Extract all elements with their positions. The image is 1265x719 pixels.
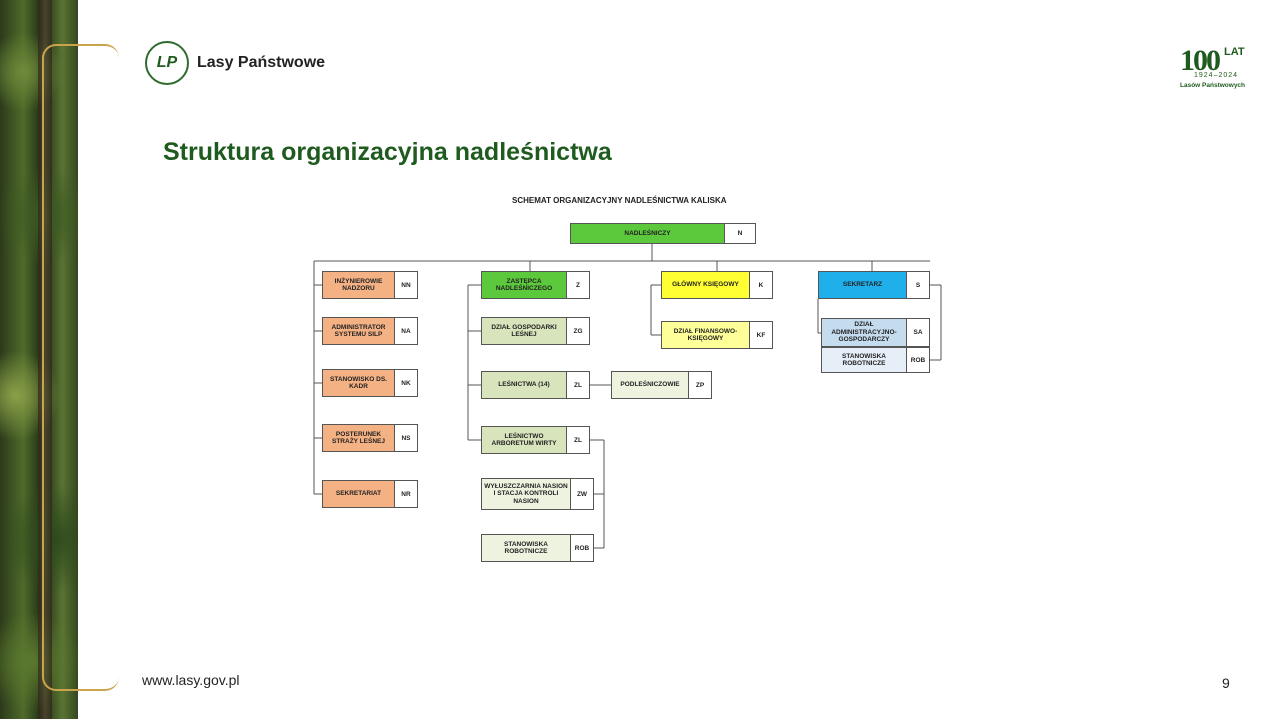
node-code: NA: [395, 318, 417, 344]
node-label: STANOWISKA ROBOTNICZE: [482, 535, 571, 561]
node-podlesniczowie: PODLEŚNICZOWIE ZP: [611, 371, 712, 399]
node-inzynierowie-nadzoru: INŻYNIEROWIE NADZORU NN: [322, 271, 418, 299]
node-label: DZIAŁ FINANSOWO-KSIĘGOWY: [662, 322, 750, 348]
node-code: ZW: [571, 479, 593, 509]
node-code: ZG: [567, 318, 589, 344]
anniversary-badge: 100 LAT 1924–2024 Lasów Państwowych: [1180, 44, 1246, 92]
node-code: NK: [395, 370, 417, 396]
node-label: LEŚNICTWA (14): [482, 372, 567, 398]
node-dzial-administracyjny: DZIAŁ ADMINISTRACYJNO-GOSPODARCZY SA: [821, 318, 930, 347]
node-administrator-silp: ADMINISTRATOR SYSTEMU SILP NA: [322, 317, 418, 345]
node-code: KF: [750, 322, 772, 348]
node-code: ZP: [689, 372, 711, 398]
decorative-bracket: [42, 44, 119, 691]
node-code: K: [750, 272, 772, 298]
node-label: DZIAŁ GOSPODARKI LEŚNEJ: [482, 318, 567, 344]
node-label: GŁÓWNY KSIĘGOWY: [662, 272, 750, 298]
anniversary-number: 100: [1180, 44, 1221, 77]
anniversary-years: 1924–2024: [1194, 72, 1239, 79]
tree-trunk: [38, 0, 52, 719]
node-glowny-ksiegowy: GŁÓWNY KSIĘGOWY K: [661, 271, 773, 299]
node-label: SEKRETARIAT: [323, 481, 395, 507]
node-code: Z: [567, 272, 589, 298]
node-label: POSTERUNEK STRAŻY LEŚNEJ: [323, 425, 395, 451]
node-zastepca: ZASTĘPCA NADLEŚNICZEGO Z: [481, 271, 590, 299]
brand-logo: LP Lasy Państwowe: [145, 41, 325, 85]
diagram-title: SCHEMAT ORGANIZACYJNY NADLEŚNICTWA KALIS…: [512, 196, 727, 205]
anniversary-subtitle: Lasów Państwowych: [1180, 82, 1246, 89]
node-code: ZL: [567, 427, 589, 453]
node-label: WYŁUSZCZARNIA NASION I STACJA KONTROLI N…: [482, 479, 571, 509]
node-arboretum: LEŚNICTWO ARBORETUM WIRTY ZL: [481, 426, 590, 454]
node-label: LEŚNICTWO ARBORETUM WIRTY: [482, 427, 567, 453]
node-sekretariat: SEKRETARIAT NR: [322, 480, 418, 508]
anniversary-lat: LAT: [1224, 46, 1245, 58]
node-code: N: [725, 224, 755, 243]
forest-photo-strip: [0, 0, 78, 719]
node-code: NN: [395, 272, 417, 298]
node-label: ZASTĘPCA NADLEŚNICZEGO: [482, 272, 567, 298]
node-label: PODLEŚNICZOWIE: [612, 372, 689, 398]
node-dzial-finansowy: DZIAŁ FINANSOWO-KSIĘGOWY KF: [661, 321, 773, 349]
node-code: ROB: [907, 348, 929, 372]
node-code: ROB: [571, 535, 593, 561]
node-sekretarz: SEKRETARZ S: [818, 271, 930, 299]
node-code: SA: [907, 319, 929, 346]
footer-url: www.lasy.gov.pl: [142, 672, 240, 688]
node-label: NADLEŚNICZY: [571, 224, 725, 243]
node-lesnictwa: LEŚNICTWA (14) ZL: [481, 371, 590, 399]
lasy-emblem-icon: LP: [145, 41, 189, 85]
node-straz-lesna: POSTERUNEK STRAŻY LEŚNEJ NS: [322, 424, 418, 452]
node-wyluszczarnia: WYŁUSZCZARNIA NASION I STACJA KONTROLI N…: [481, 478, 594, 510]
node-stanowiska-robotnicze-s: STANOWISKA ROBOTNICZE ROB: [821, 347, 930, 373]
node-code: NS: [395, 425, 417, 451]
node-code: S: [907, 272, 929, 298]
page-number: 9: [1222, 675, 1230, 691]
node-label: ADMINISTRATOR SYSTEMU SILP: [323, 318, 395, 344]
node-code: NR: [395, 481, 417, 507]
brand-name: Lasy Państwowe: [197, 54, 326, 71]
slide-title: Struktura organizacyjna nadleśnictwa: [163, 138, 612, 166]
node-label: STANOWISKA ROBOTNICZE: [822, 348, 907, 372]
node-label: INŻYNIEROWIE NADZORU: [323, 272, 395, 298]
node-stanowiska-robotnicze-z: STANOWISKA ROBOTNICZE ROB: [481, 534, 594, 562]
node-label: STANOWISKO DS. KADR: [323, 370, 395, 396]
node-code: ZL: [567, 372, 589, 398]
node-label: DZIAŁ ADMINISTRACYJNO-GOSPODARCZY: [822, 319, 907, 346]
node-label: SEKRETARZ: [819, 272, 907, 298]
node-kadry: STANOWISKO DS. KADR NK: [322, 369, 418, 397]
node-dzial-gospodarki: DZIAŁ GOSPODARKI LEŚNEJ ZG: [481, 317, 590, 345]
node-nadlesniczy: NADLEŚNICZY N: [570, 223, 756, 244]
